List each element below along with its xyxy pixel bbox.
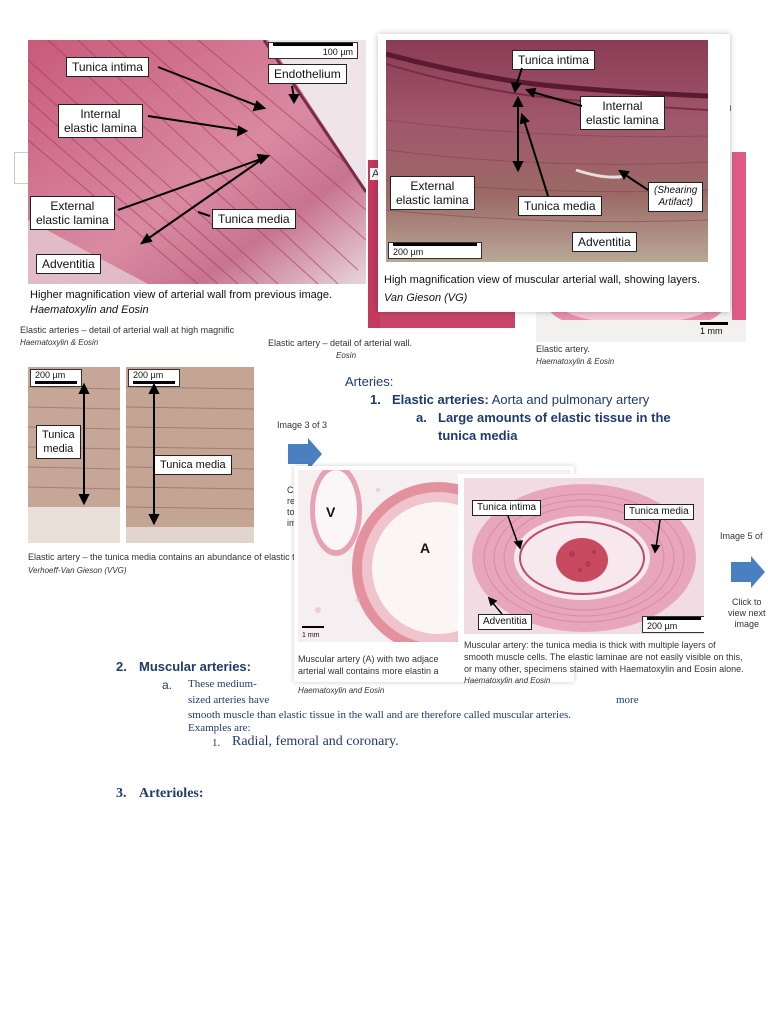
nav1-next-arrow-icon[interactable] <box>288 438 322 475</box>
vvg-image-right: 200 µm Tunica media <box>126 367 254 543</box>
item2a-line4: Examples are: <box>188 722 251 734</box>
thick-label-adventitia: Adventitia <box>478 614 532 630</box>
muscular-artery-v-label: V <box>326 504 336 520</box>
thick-media-card: Tunica intima Tunica media Adventitia 20… <box>458 474 768 662</box>
item2-number: 2. <box>116 659 127 674</box>
panel1-label-tunica-media: Tunica media <box>212 209 296 229</box>
background-a-letter: A <box>370 168 382 180</box>
item1-line: Elastic arteries: Aorta and pulmonary ar… <box>392 392 649 407</box>
vvg-caption: Elastic artery – the tunica media contai… <box>28 552 295 562</box>
panel1-label-external-elastic-lamina: External elastic lamina <box>30 196 115 230</box>
panel2-label-adventitia: Adventitia <box>572 232 637 252</box>
item3-title: Arterioles: <box>139 786 204 801</box>
arterial-wall-he-image: 100 µm Tunica intima Endothelium Interna… <box>28 40 366 284</box>
thick-caption-2: smooth muscle cells. The elastic laminae… <box>464 652 743 662</box>
muscular-wall-vg-micrograph <box>386 40 708 262</box>
panel1-label-internal-elastic-lamina: Internal elastic lamina <box>58 104 143 138</box>
panel2-label-external-elastic-lamina: External elastic lamina <box>390 176 475 210</box>
panel2-label-tunica-intima: Tunica intima <box>512 50 595 70</box>
item2a-line2: sized arteries have <box>188 694 270 706</box>
nav2-click-text[interactable]: Click to view next image <box>728 597 766 629</box>
thick-caption-3: or many other, specimens stained with Ha… <box>464 664 744 674</box>
panel2-caption: High magnification view of muscular arte… <box>384 274 701 286</box>
elastic-wall-caption: Elastic artery – detail of arterial wall… <box>268 338 413 348</box>
item2-title: Muscular arteries: <box>139 659 251 674</box>
muscular-wall-vg-card: Tunica intima Internal elastic lamina Ex… <box>378 34 730 312</box>
elastic-artery-stain: Haematoxylin & Eosin <box>536 357 615 366</box>
item2a-line1: These medium- <box>188 678 257 690</box>
item2a-line3: smooth muscle than elastic tissue in the… <box>188 709 572 721</box>
vvg-image-left: 200 µm Tunica media <box>28 367 120 543</box>
panel1-label-tunica-intima: Tunica intima <box>66 57 149 77</box>
panel2-label-internal-elastic-lamina: Internal elastic lamina <box>580 96 665 130</box>
thick-stain: Haematoxylin and Eosin <box>464 676 551 685</box>
item1a-text-line2: tunica media <box>438 428 518 443</box>
nav1-click-text[interactable]: Cli re to im <box>287 485 298 528</box>
panel1-label-endothelium: Endothelium <box>268 64 347 84</box>
nav2-image-counter: Image 5 of <box>720 531 763 541</box>
item2a1-text: Radial, femoral and coronary. <box>232 734 399 749</box>
nav2-next-arrow-icon[interactable] <box>731 556 765 593</box>
muscular-artery-caption-2: arterial wall contains more elastin a <box>298 666 439 676</box>
thick-arrows <box>487 515 661 615</box>
nav1-image-counter: Image 3 of 3 <box>277 420 328 430</box>
elastic-detail-stain: Haematoxylin & Eosin <box>20 338 99 347</box>
item1a-letter: a. <box>416 410 427 425</box>
vvg-left-label-tunica-media: Tunica media <box>36 425 81 459</box>
arteries-heading: Arteries: <box>345 374 394 389</box>
thick-caption-1: Muscular artery: the tunica media is thi… <box>464 640 716 650</box>
thick-label-tunica-intima: Tunica intima <box>472 500 542 516</box>
item2a1-number: 1. <box>212 737 221 749</box>
thick-scale-bar: 200 µm <box>642 616 704 633</box>
thick-label-tunica-media: Tunica media <box>624 504 694 520</box>
elastic-detail-caption: Elastic arteries – detail of arterial wa… <box>20 325 235 335</box>
panel2-scale-bar: 200 µm <box>388 242 482 259</box>
elastic-artery-caption: Elastic artery. <box>536 344 590 354</box>
elastic-wall-stain: Eosin <box>336 351 357 360</box>
panel2-stain: Van Gieson (VG) <box>384 292 468 304</box>
panel1-caption: Higher magnification view of arterial wa… <box>30 289 333 301</box>
panel1-arrows <box>117 66 300 245</box>
panel1-label-adventitia: Adventitia <box>36 254 101 274</box>
panel1-scale-bar: 100 µm <box>268 42 358 59</box>
vvg-left-scale: 200 µm <box>30 369 82 387</box>
item1-title: Elastic arteries: <box>392 392 489 407</box>
item3-number: 3. <box>116 786 127 801</box>
background-elastic-artery-scale: 1 mm <box>700 322 728 336</box>
vvg-stain: Verhoeff-Van Gieson (VVG) <box>28 566 127 575</box>
muscular-artery-caption-1: Muscular artery (A) with two adjace <box>298 654 439 664</box>
item2a-letter: a. <box>162 678 173 692</box>
muscular-artery-stain: Haematoxylin and Eosin <box>298 686 385 695</box>
item1-text: Aorta and pulmonary artery <box>491 392 650 407</box>
item1a-text-line1: Large amounts of elastic tissue in the <box>438 410 671 425</box>
muscular-artery-scale: 1 mm <box>302 626 324 641</box>
muscular-wall-vg-image: Tunica intima Internal elastic lamina Ex… <box>386 40 708 262</box>
muscular-artery-a-label: A <box>420 540 431 556</box>
panel1-stain: Haematoxylin and Eosin <box>30 304 149 316</box>
item2a-more: more <box>616 694 639 706</box>
thick-media-image: Tunica intima Tunica media Adventitia 20… <box>464 478 704 634</box>
panel2-label-shearing-artifact: (Shearing Artifact) <box>648 182 704 212</box>
vvg-right-label-tunica-media: Tunica media <box>154 455 232 475</box>
item1-number: 1. <box>370 392 381 407</box>
panel2-arrows <box>510 67 649 197</box>
panel2-label-tunica-media: Tunica media <box>518 196 602 216</box>
